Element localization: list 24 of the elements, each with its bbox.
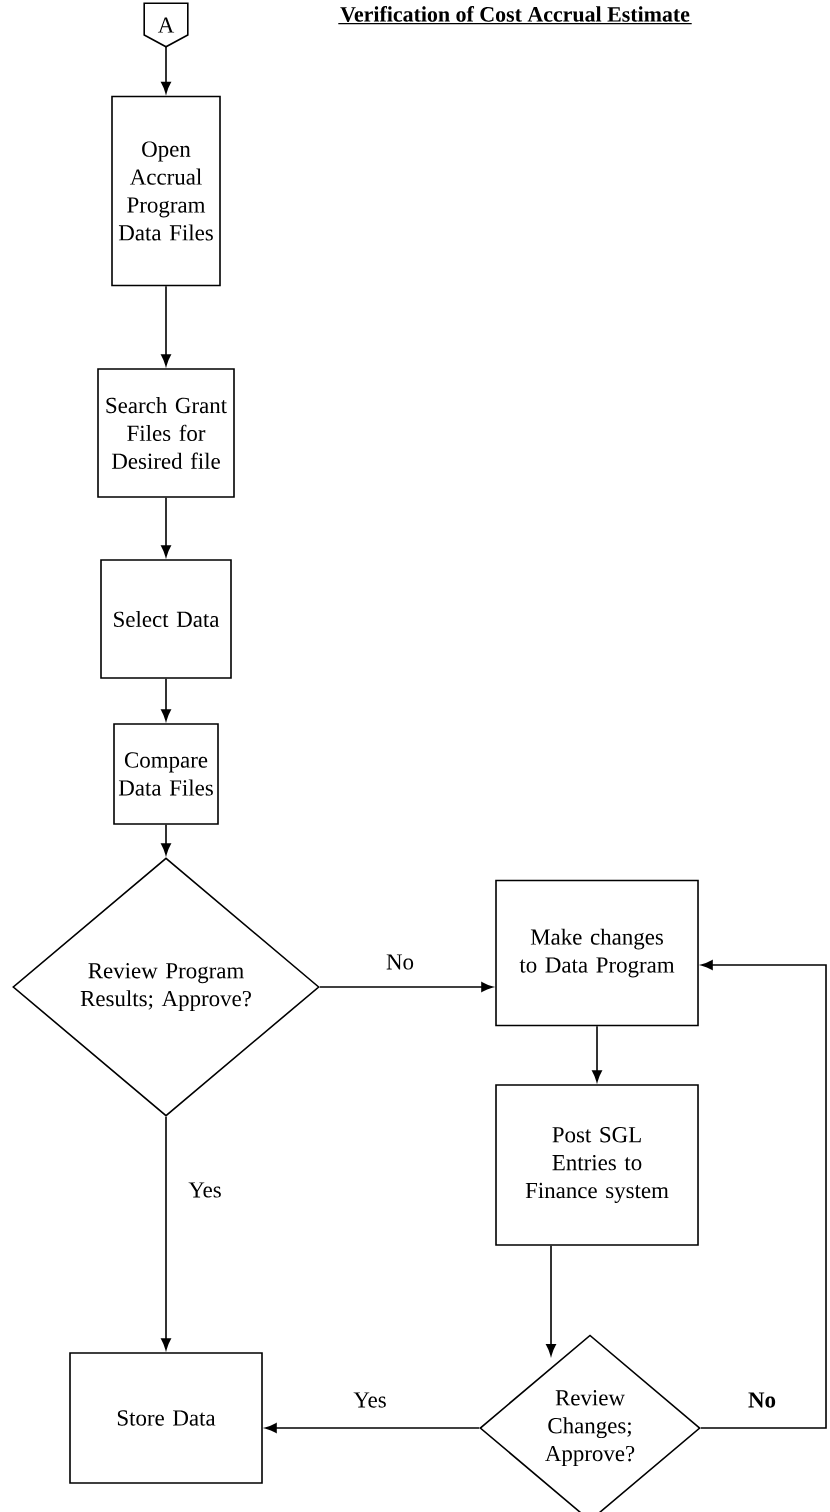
edge-label: No bbox=[384, 952, 416, 972]
arrow bbox=[546, 1245, 556, 1356]
arrow bbox=[592, 1025, 602, 1082]
arrow bbox=[161, 285, 171, 366]
arrow bbox=[319, 982, 493, 992]
arrow bbox=[161, 1116, 171, 1350]
process-box: Make changes to Data Program bbox=[495, 879, 699, 1027]
off-page-connector: A bbox=[143, 2, 189, 48]
arrow bbox=[161, 46, 171, 94]
edge-label: No bbox=[746, 1390, 778, 1410]
process-box: Search Grant Files for Desired file bbox=[97, 368, 235, 498]
process-box: Store Data bbox=[69, 1352, 263, 1484]
edge-label: Yes bbox=[351, 1390, 389, 1410]
arrow bbox=[700, 960, 827, 1429]
arrow bbox=[161, 497, 171, 557]
process-box: Open Accrual Program Data Files bbox=[111, 95, 221, 287]
process-box: Compare Data Files bbox=[113, 723, 219, 825]
arrow bbox=[265, 1423, 480, 1433]
title: Verification of Cost Accrual Estimate bbox=[337, 6, 693, 25]
process-box: Post SGL Entries to Finance system bbox=[495, 1084, 699, 1246]
arrow bbox=[161, 824, 171, 855]
process-box: Select Data bbox=[100, 559, 232, 679]
arrow bbox=[161, 678, 171, 721]
edge-label: Yes bbox=[186, 1180, 224, 1200]
